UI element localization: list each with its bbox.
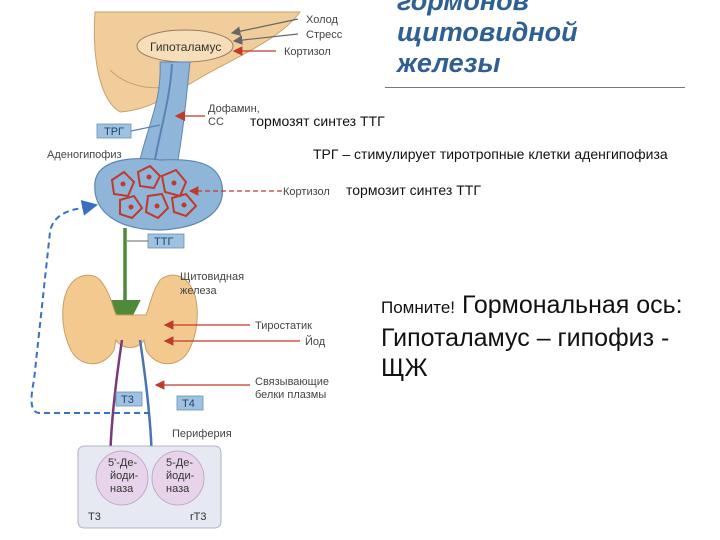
binding-proteins-label-1: Связывающие: [255, 376, 329, 388]
stress-label: Стресс: [306, 29, 343, 41]
slide-title: гормонов щитовидной железы: [397, 0, 717, 79]
adenohypophysis-label: Аденогипофиз: [47, 149, 122, 161]
stress-arrow: [232, 33, 299, 45]
trg-pointer: [130, 124, 161, 132]
periphery-label: Периферия: [172, 428, 232, 440]
dopamine-label-2: СС: [208, 116, 224, 128]
portal-vessel: [153, 63, 173, 166]
ttg-badge-text: ТТГ: [154, 236, 173, 248]
deiodinase-left-cell: [95, 450, 149, 506]
note-trg: ТРГ – стимулирует тиротропные клетки аде…: [313, 146, 668, 162]
thyrostatic-label: Тиростатик: [255, 320, 312, 332]
rt3-output-label: rТ3: [190, 511, 207, 523]
deiodinase-right-3: наза: [166, 483, 190, 495]
cold-label: Холод: [306, 14, 339, 26]
title-line: железы: [397, 48, 501, 78]
cortisol-top-label: Кортизол: [284, 46, 331, 58]
cold-arrow: [230, 18, 299, 36]
thyrotroph-cells: [110, 164, 198, 220]
cortisol-pituitary-label: Кортизол: [283, 186, 330, 198]
trg-badge-text: ТРГ: [104, 126, 124, 138]
title-divider: [385, 87, 685, 88]
iodine-label: Йод: [305, 335, 326, 348]
t4-badge-text: Т4: [182, 398, 195, 410]
t3-output-label: Т3: [88, 511, 101, 523]
note-dopamine: тормозят синтез ТТГ: [250, 113, 385, 129]
thyroid-gland: [62, 274, 198, 365]
feedback-loop: [30, 200, 150, 414]
binding-proteins-label-2: белки плазмы: [255, 389, 326, 401]
thyroid-label-2: железа: [180, 285, 217, 297]
title-line: гормонов: [397, 0, 529, 16]
deiodinase-right-cell: [151, 450, 205, 506]
t4-badge: [176, 395, 204, 411]
deiodinase-right-1: 5-Де-: [166, 457, 193, 469]
deiodinase-left-1: 5'-Де-: [108, 457, 137, 469]
dopamine-label-1: Дофамин,: [208, 103, 260, 115]
note-cortisol: тормозит синтез ТТГ: [346, 182, 481, 198]
t3-badge: [115, 391, 143, 407]
cell-nuclei: [120, 174, 187, 210]
remember-block: Помните! Гормональная ось: Гипоталамус –…: [381, 290, 716, 383]
remember-lead: Помните!: [381, 298, 456, 317]
deiodinase-left-2: йоди-: [110, 470, 139, 482]
remember-text: Гормональная ось: Гипоталамус – гипофиз …: [381, 291, 683, 382]
title-line: щитовидной: [397, 17, 578, 47]
t3-badge-text: Т3: [121, 394, 134, 406]
hypothalamus-label: Гипоталамус: [150, 40, 221, 54]
deiodinase-right-2: йоди-: [166, 470, 195, 482]
thyroid-label-1: Щитовидная: [180, 271, 244, 283]
deiodinase-left-3: наза: [110, 483, 134, 495]
